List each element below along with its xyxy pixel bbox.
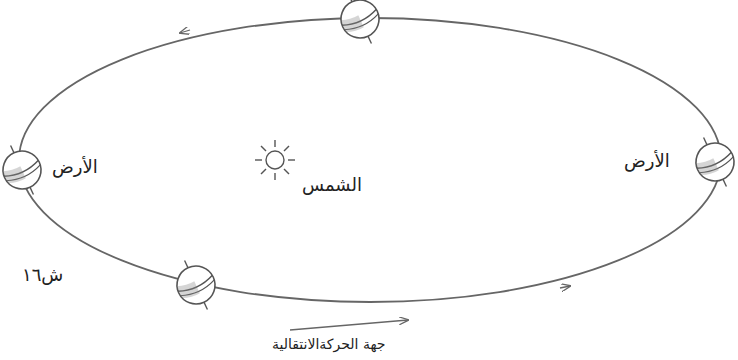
- orbit-ellipse: [19, 18, 721, 302]
- earth-globe: [0, 137, 51, 202]
- sun-symbol: [255, 140, 295, 180]
- motion-arrow: [290, 320, 408, 330]
- earth-label: الأرض: [624, 150, 670, 172]
- sun-label: الشمس: [302, 174, 362, 196]
- earth-globe: [167, 252, 224, 317]
- direction-caption: جهة الحركةالانتقالية: [272, 336, 386, 353]
- earth-label: الأرض: [52, 156, 98, 178]
- earth-globe: [686, 129, 738, 194]
- figure-number: ش١٦: [22, 264, 63, 286]
- earth-globe: [331, 0, 388, 52]
